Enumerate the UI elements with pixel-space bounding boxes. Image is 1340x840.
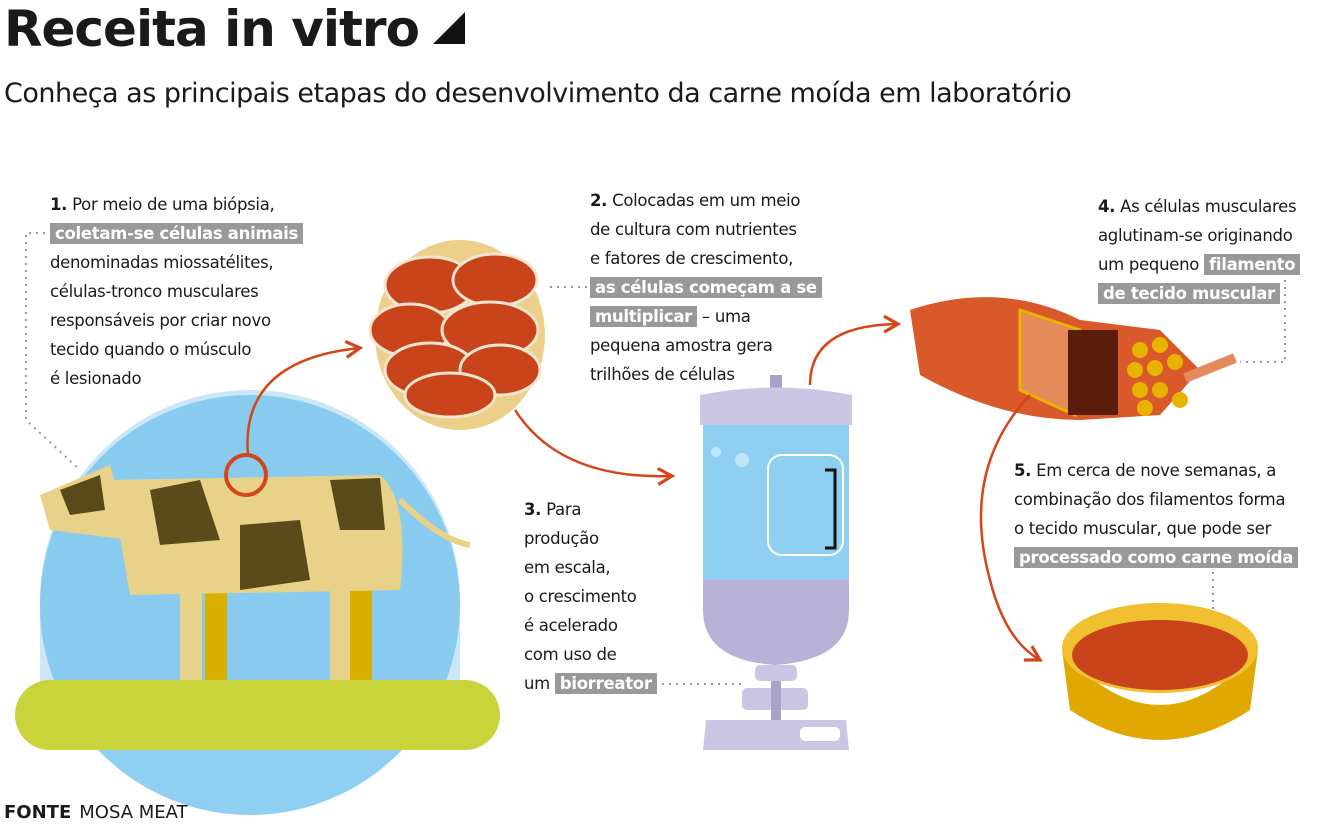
text-line: Por meio de uma biópsia, xyxy=(72,195,275,214)
source-label: FONTE xyxy=(4,802,72,823)
text-line: – uma xyxy=(701,307,751,326)
page-subtitle: Conheça as principais etapas do desenvol… xyxy=(4,78,1072,109)
text-line: Para xyxy=(546,500,582,519)
highlight: de tecido muscular xyxy=(1098,283,1280,304)
text-line: Em cerca de nove semanas, a xyxy=(1036,461,1277,480)
text-line: de cultura com nutrientes xyxy=(590,220,797,239)
cow-icon xyxy=(40,465,471,680)
text-line: células-tronco musculares xyxy=(50,282,259,301)
text-line: em escala, xyxy=(524,558,611,577)
leader-lines xyxy=(25,232,1286,685)
text-line: As células musculares xyxy=(1120,197,1297,216)
text-line: é acelerado xyxy=(524,616,618,635)
step-number: 2. xyxy=(590,191,608,210)
text-line: um pequeno xyxy=(1098,255,1200,274)
text-line: e fatores de crescimento, xyxy=(590,249,794,268)
step-number: 4. xyxy=(1098,197,1116,216)
ground-meat-bowl-icon xyxy=(1062,603,1258,740)
text-line: é lesionado xyxy=(50,369,142,388)
text-line: produção xyxy=(524,529,599,548)
highlight: as células começam a se xyxy=(590,277,822,298)
highlight: biorreator xyxy=(554,673,657,694)
step-number: 3. xyxy=(524,500,542,519)
text-line: Colocadas em um meio xyxy=(612,191,801,210)
highlight: coletam-se células animais xyxy=(50,223,304,244)
text-line: tecido quando o músculo xyxy=(50,340,252,359)
highlight: filamento xyxy=(1204,254,1301,275)
text-line: responsáveis por criar novo xyxy=(50,311,271,330)
source-credit: FONTE MOSA MEAT xyxy=(4,802,188,823)
cow-scene xyxy=(15,390,500,815)
page-title: Receita in vitro xyxy=(4,0,465,58)
step-number: 5. xyxy=(1014,461,1032,480)
step-2-text: 2. Colocadas em um meio de cultura com n… xyxy=(590,186,822,389)
text-line: aglutinam-se originando xyxy=(1098,226,1293,245)
text-line: o tecido muscular, que pode ser xyxy=(1014,519,1272,538)
text-line: trilhões de células xyxy=(590,365,735,384)
text-line: com uso de xyxy=(524,645,617,664)
highlight: multiplicar xyxy=(590,306,698,327)
step-number: 1. xyxy=(50,195,68,214)
source-name: MOSA MEAT xyxy=(79,802,188,823)
text-line: um xyxy=(524,674,550,693)
step-5-text: 5. Em cerca de nove semanas, a combinaçã… xyxy=(1014,456,1299,572)
text-line: denominadas miossatélites, xyxy=(50,253,274,272)
triangle-icon xyxy=(432,12,465,44)
cells-icon xyxy=(368,240,545,430)
muscle-filament-icon xyxy=(910,297,1237,420)
step-3-text: 3. Para produção em escala, o cresciment… xyxy=(524,495,657,698)
text-line: pequena amostra gera xyxy=(590,336,773,355)
step-1-text: 1. Por meio de uma biópsia, coletam-se c… xyxy=(50,190,304,393)
bioreactor-icon xyxy=(700,375,852,750)
text-line: combinação dos filamentos forma xyxy=(1014,490,1286,509)
step-4-text: 4. As células musculares aglutinam-se or… xyxy=(1098,192,1301,308)
text-line: o crescimento xyxy=(524,587,637,606)
highlight: processado como carne moída xyxy=(1014,547,1299,568)
process-arrows xyxy=(246,314,1043,662)
